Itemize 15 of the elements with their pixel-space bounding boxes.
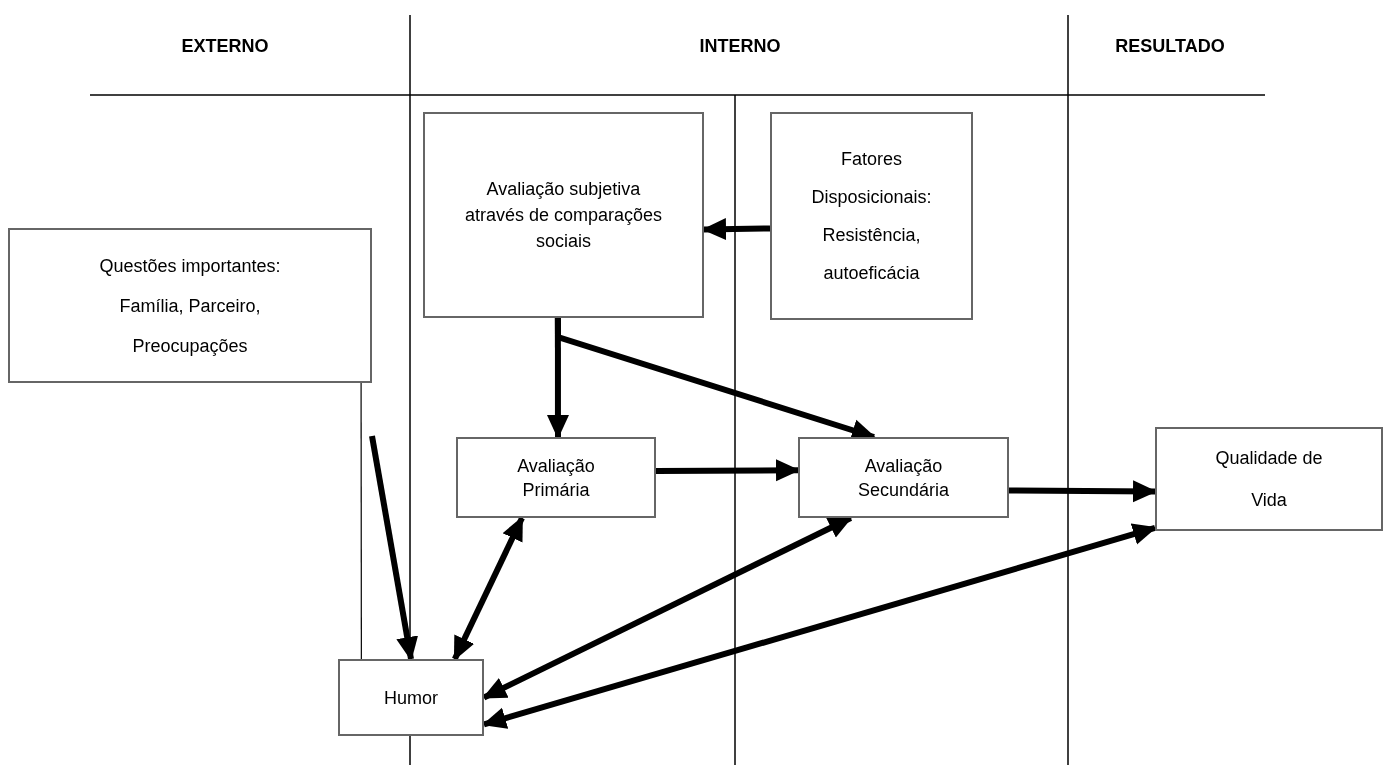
text-box: Qualidade de Vida	[1155, 427, 1383, 531]
text-box: Humor	[338, 659, 484, 736]
arrow	[369, 435, 419, 661]
arrow	[452, 516, 525, 661]
column-heading: INTERNO	[698, 35, 782, 58]
text-box: Avaliação subjetiva através de comparações sociais	[423, 112, 704, 318]
column-heading: EXTERNO	[180, 35, 270, 58]
text-box: Fatores Disposicionais: Resistência, autoeficácia	[770, 112, 973, 320]
text-box: Questões importantes: Família, Parceiro, Preocupações	[8, 228, 372, 383]
arrow	[1008, 480, 1157, 503]
column-heading: RESULTADO	[1114, 35, 1226, 58]
text-box: Avaliação Secundária	[798, 437, 1009, 518]
text-box: Avaliação Primária	[456, 437, 656, 518]
arrow	[655, 459, 800, 482]
connector-line	[360, 382, 362, 660]
